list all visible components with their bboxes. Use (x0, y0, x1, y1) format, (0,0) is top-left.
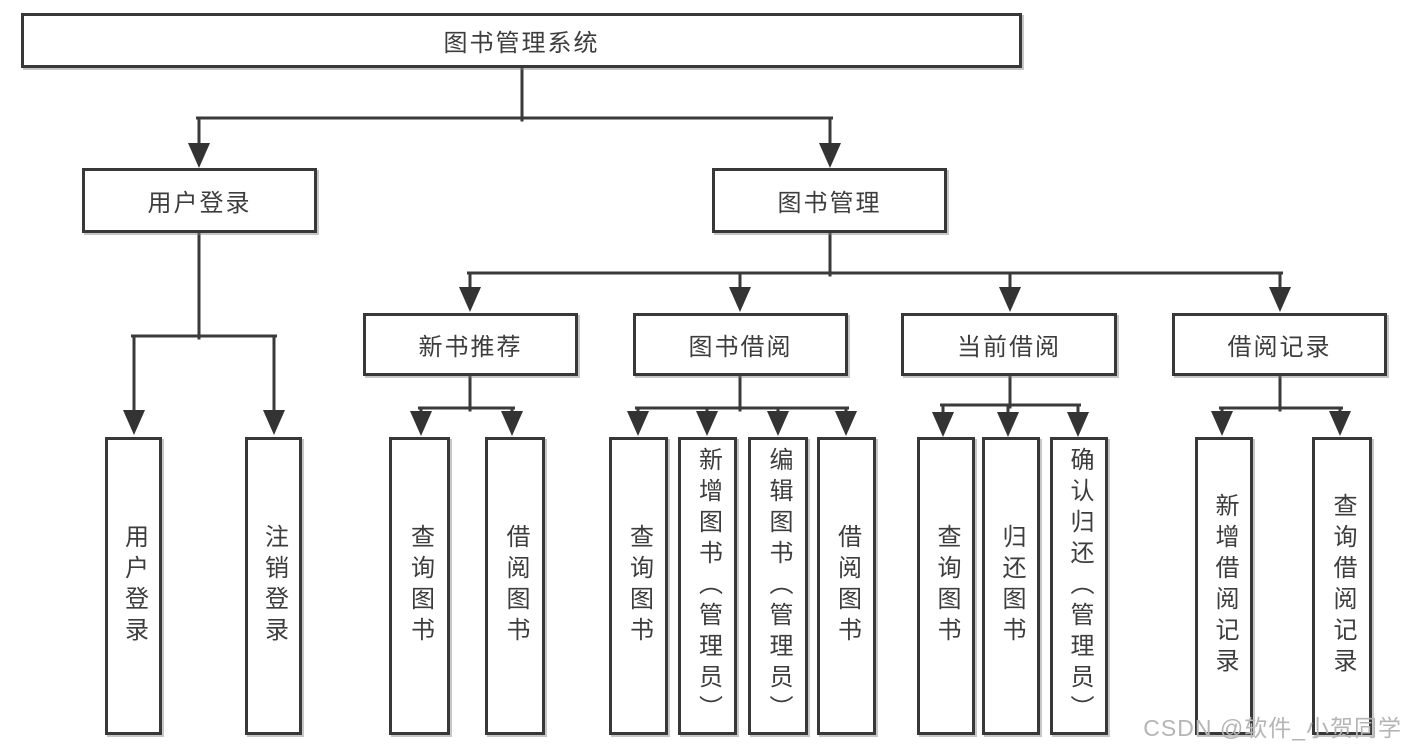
leaf-query-borrow-record: 查询借阅记录 (1312, 437, 1372, 735)
leaf-add-borrow-record-label: 新增借阅记录 (1211, 493, 1238, 679)
leaf-edit-books-admin-label: 编辑图书（管理员） (765, 446, 792, 726)
node-book-management-label: 图书管理 (777, 190, 882, 217)
leaf-borrow-books-label: 借阅图书 (833, 524, 861, 648)
node-current-borrowing: 当前借阅 (901, 313, 1117, 376)
leaf-query-books-current: 查询图书 (917, 437, 975, 735)
leaf-borrow-books-recommend-label: 借阅图书 (502, 524, 529, 648)
node-borrowing-records: 借阅记录 (1172, 313, 1387, 376)
leaf-return-books-label: 归还图书 (998, 524, 1025, 648)
node-book-management: 图书管理 (712, 168, 947, 233)
leaf-query-books-current-label: 查询图书 (933, 524, 960, 648)
node-borrowing-records-label: 借阅记录 (1227, 334, 1332, 361)
leaf-borrow-books-recommend: 借阅图书 (485, 437, 545, 735)
watermark: CSDN @软件_小贺同学 (1143, 715, 1402, 741)
leaf-confirm-return-admin: 确认归还（管理员） (1050, 437, 1108, 735)
leaf-query-books-recommend-label: 查询图书 (406, 524, 434, 648)
node-user-login: 用户登录 (82, 168, 317, 233)
leaf-logout: 注销登录 (245, 437, 302, 735)
leaf-user-login-label: 用户登录 (120, 524, 148, 648)
node-current-borrowing-label: 当前借阅 (957, 334, 1061, 361)
node-book-borrowing-label: 图书借阅 (688, 334, 793, 361)
leaf-edit-books-admin: 编辑图书（管理员） (748, 437, 808, 735)
node-new-book-recommend: 新书推荐 (363, 313, 578, 376)
leaf-user-login: 用户登录 (105, 437, 162, 735)
leaf-query-books-recommend: 查询图书 (389, 437, 450, 735)
node-new-book-recommend-label: 新书推荐 (418, 334, 523, 361)
leaf-add-books-admin-label: 新增图书（管理员） (694, 446, 722, 726)
leaf-add-borrow-record: 新增借阅记录 (1195, 437, 1253, 735)
leaf-query-borrow-record-label: 查询借阅记录 (1329, 493, 1356, 679)
leaf-query-books-borrowing-label: 查询图书 (625, 524, 653, 648)
leaf-confirm-return-admin-label: 确认归还（管理员） (1066, 446, 1093, 726)
leaf-query-books-borrowing: 查询图书 (609, 437, 668, 735)
node-book-borrowing: 图书借阅 (633, 313, 848, 376)
node-root: 图书管理系统 (21, 13, 1022, 68)
leaf-return-books: 归还图书 (982, 437, 1040, 735)
node-root-label: 图书管理系统 (443, 30, 600, 57)
leaf-borrow-books: 借阅图书 (817, 437, 876, 735)
leaf-add-books-admin: 新增图书（管理员） (678, 437, 737, 735)
leaf-logout-label: 注销登录 (260, 524, 288, 648)
node-user-login-label: 用户登录 (147, 190, 252, 217)
